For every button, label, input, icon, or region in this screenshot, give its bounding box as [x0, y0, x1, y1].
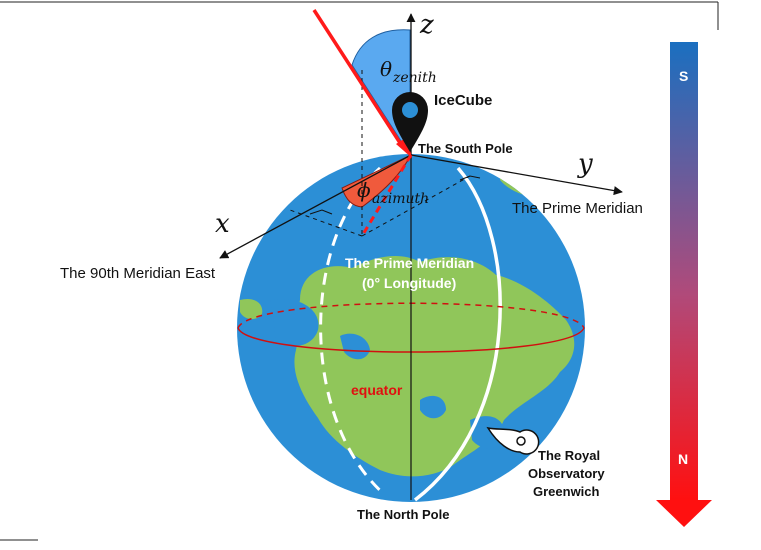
- royal-observatory-line2: Observatory: [528, 466, 605, 481]
- royal-observatory-line3: Greenwich: [533, 484, 600, 499]
- y-axis: [410, 154, 623, 196]
- equator-label: equator: [351, 382, 403, 398]
- projected-ray: [360, 154, 413, 237]
- projection-lines: [289, 70, 471, 237]
- prime-meridian-title-line2: (0° Longitude): [362, 275, 456, 291]
- right-angle-mark: [459, 175, 481, 181]
- incoming-ray: [312, 9, 404, 147]
- royal-observatory-line1: The Royal: [538, 448, 600, 463]
- equator-line: [237, 327, 585, 353]
- scale-top-label: S: [679, 68, 688, 84]
- north-pole-label: The North Pole: [357, 507, 449, 522]
- globe-land: [294, 255, 575, 477]
- direction-scale-bar: S N: [656, 42, 712, 527]
- y-axis-label: y: [577, 149, 593, 179]
- prime-meridian-line: [413, 166, 502, 502]
- x-axis: [219, 154, 412, 259]
- x-axis-label: x: [215, 209, 230, 239]
- scale-bar-body: [670, 42, 698, 500]
- right-angle-mark: [309, 209, 333, 215]
- icecube-label: IceCube: [434, 92, 492, 109]
- prime-meridian-title-line1: The Prime Meridian: [345, 255, 474, 271]
- scale-bottom-label: N: [678, 451, 688, 467]
- south-pole-label: The South Pole: [418, 141, 513, 156]
- prime-meridian-axis-label: The Prime Meridian: [512, 200, 643, 217]
- azimuth-subscript: azimuth: [372, 191, 429, 207]
- azimuth-symbol: ϕ: [357, 178, 371, 202]
- z-axis-label: z: [419, 10, 434, 40]
- location-pin-icon: [392, 92, 428, 152]
- scale-bar-arrowhead: [656, 500, 712, 527]
- meridian-90e-label: The 90th Meridian East: [60, 265, 216, 282]
- location-pin-icon: [486, 426, 540, 455]
- equator-hidden-line: [237, 302, 585, 329]
- zenith-symbol: θ: [380, 57, 392, 81]
- globe: [237, 154, 585, 502]
- zenith-subscript: zenith: [392, 70, 437, 86]
